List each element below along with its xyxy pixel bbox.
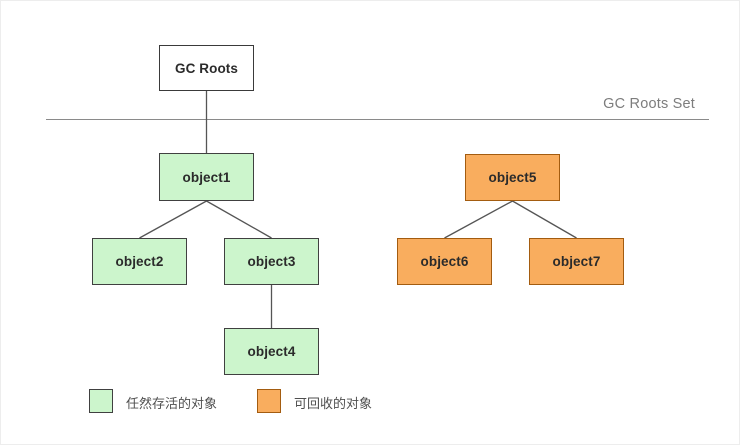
node-object2[interactable]: object2 [92, 238, 187, 285]
edge-object1-object2 [139, 200, 207, 239]
node-object6-label: object6 [420, 254, 469, 269]
node-object4-label: object4 [247, 344, 296, 359]
legend-label-garbage-object: 可回收的对象 [294, 397, 373, 412]
node-object1-label: object1 [182, 169, 231, 185]
node-object1[interactable]: object1 [159, 153, 254, 201]
node-object7-label: object7 [552, 254, 601, 269]
legend-label-alive-object: 任然存活的对象 [126, 397, 218, 412]
node-object3-label: object3 [247, 254, 296, 269]
node-object5-label: object5 [488, 170, 537, 185]
edge-object5-object6 [444, 200, 513, 239]
node-object7[interactable]: object7 [529, 238, 624, 285]
edge-object1-object3 [206, 200, 272, 239]
node-object6[interactable]: object6 [397, 238, 492, 285]
edge-object5-object7 [512, 200, 577, 239]
node-object5[interactable]: object5 [465, 154, 560, 201]
node-gc-roots[interactable]: GC Roots [159, 45, 254, 91]
node-object2-label: object2 [115, 254, 164, 269]
legend-swatch-garbage-object [257, 389, 281, 413]
node-gc-roots-label: GC Roots [174, 60, 239, 76]
node-object3[interactable]: object3 [224, 238, 319, 285]
node-object4[interactable]: object4 [224, 328, 319, 375]
gc-roots-set-label: GC Roots Set [603, 96, 695, 112]
legend-swatch-alive-object [89, 389, 113, 413]
